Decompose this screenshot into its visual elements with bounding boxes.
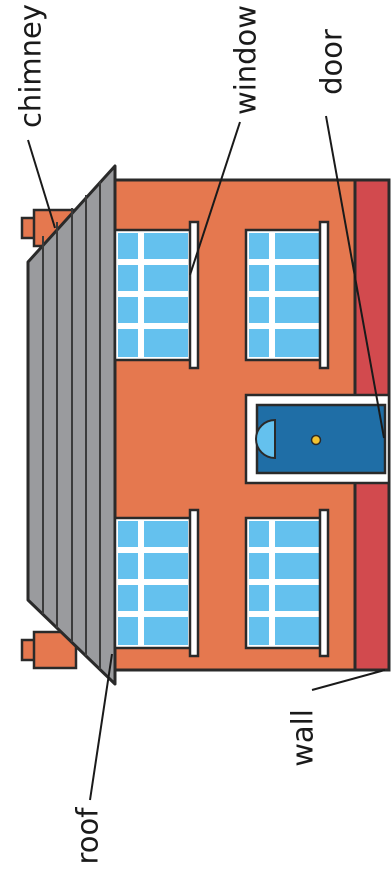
door-label: door <box>318 29 347 95</box>
chimney-label: chimney <box>17 4 46 128</box>
window-bottom-left <box>115 510 198 656</box>
window-label: window <box>232 5 261 115</box>
roof-label: roof <box>74 808 103 865</box>
window-top-right <box>246 222 328 368</box>
window-bottom-right <box>246 510 328 656</box>
house-door <box>246 395 389 483</box>
window-top-left <box>115 222 198 368</box>
wall-label: wall <box>289 709 318 767</box>
